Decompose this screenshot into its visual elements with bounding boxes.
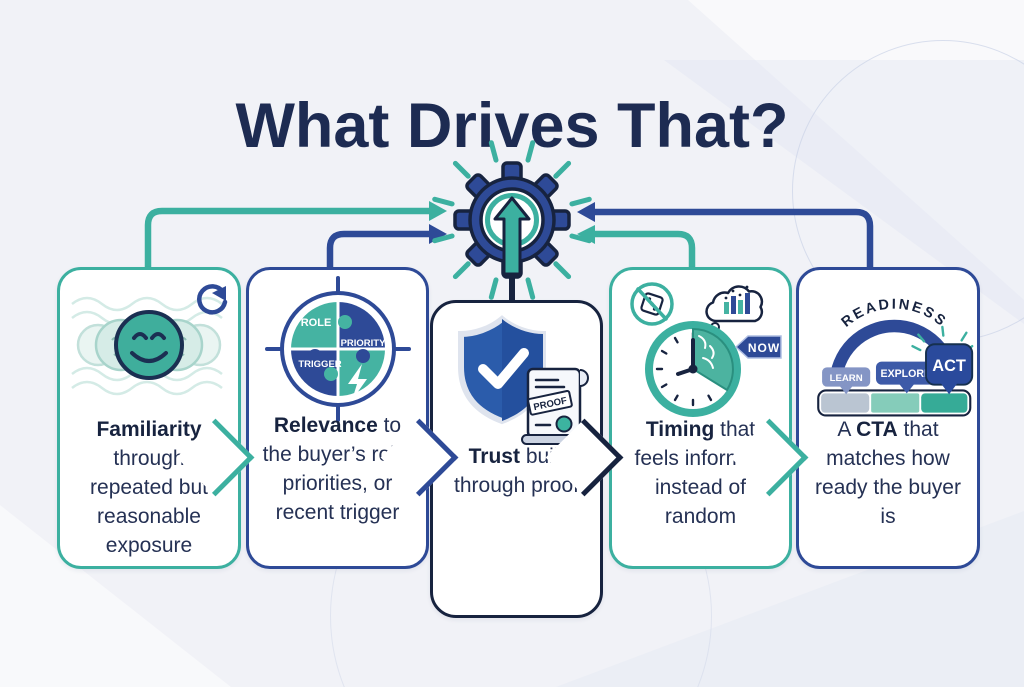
- label-priority: PRIORITY: [340, 338, 386, 349]
- readiness-gauge-icon: READINESS LEARN: [799, 280, 977, 422]
- no-dice-icon: [630, 282, 674, 326]
- label-role: ROLE: [300, 317, 331, 329]
- smiley-face-icon: [114, 310, 184, 380]
- gear-up-arrow-icon: [453, 161, 571, 279]
- card-familiarity: Familiarity through repeated but reasona…: [57, 267, 241, 569]
- text-keyword: Trust: [468, 445, 520, 468]
- gear-rays: [432, 140, 592, 300]
- shield-check-icon: PROOF: [433, 311, 600, 449]
- card-relevance-text: Relevance to the buyer’s role, prioritie…: [249, 412, 426, 528]
- text-keyword: Familiarity: [96, 418, 202, 441]
- crosshair-ticks-icon: [264, 276, 411, 422]
- card-timing: NOW Timing that feels informed instead o…: [609, 267, 792, 569]
- label-now: NOW: [748, 341, 780, 355]
- label-trigger: TRIGGER: [298, 359, 341, 370]
- label-explore: EXPLORE: [881, 368, 932, 380]
- proof-scroll-icon: PROOF: [520, 367, 589, 445]
- page-title: What Drives That?: [235, 91, 789, 162]
- act-tag: ACT: [925, 343, 974, 395]
- clock-brain-icon: NOW: [612, 274, 789, 424]
- text-keyword: Timing: [645, 418, 715, 441]
- card-cta: READINESS LEARN: [796, 267, 980, 569]
- up-arrow-icon: [493, 196, 531, 276]
- card-relevance: ROLE PRIORITY TRIGGER Relevance to the b…: [246, 267, 429, 569]
- brain-wedge-icon: [692, 327, 734, 392]
- text-keyword: CTA: [856, 418, 898, 441]
- connector-familiarity: [144, 201, 447, 274]
- puzzle-target-icon: ROLE PRIORITY TRIGGER: [249, 274, 426, 424]
- label-learn: LEARN: [830, 373, 863, 384]
- repeated-smiley-icon: [60, 278, 238, 413]
- text-post: to the buyer’s role, priorities, or rece…: [262, 414, 413, 524]
- text-pre: A: [837, 418, 857, 441]
- connector-relevance: [326, 224, 447, 274]
- now-tag: NOW: [734, 335, 782, 359]
- connector-timing: [577, 225, 696, 274]
- label-act: ACT: [932, 357, 966, 375]
- explore-tag: EXPLORE: [875, 361, 936, 394]
- text-post: that matches how ready the buyer is: [815, 418, 961, 528]
- lightning-bolt-icon: [347, 364, 367, 400]
- repeat-arrow-icon: [197, 284, 228, 315]
- text-keyword: Relevance: [273, 414, 378, 437]
- card-cta-text: A CTA that matches how ready the buyer i…: [799, 416, 977, 532]
- learn-tag: LEARN: [822, 367, 871, 395]
